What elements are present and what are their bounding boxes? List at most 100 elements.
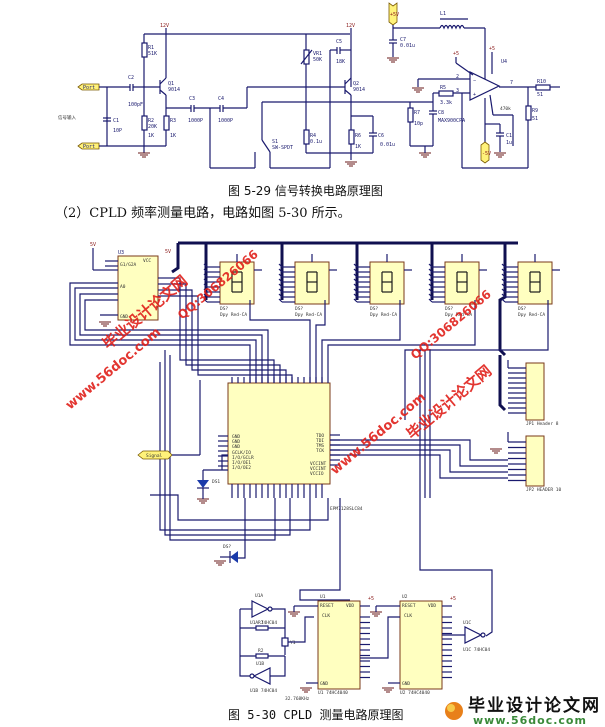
inverter-u1c	[464, 626, 483, 644]
transistor-q1	[159, 89, 167, 96]
r2-value: 20K	[148, 124, 157, 130]
inverter-label: U1A	[255, 593, 263, 599]
display-label: DS?	[518, 306, 526, 312]
counter-pin-label: RESET	[402, 603, 416, 609]
bus-entry	[353, 263, 358, 268]
r4-value: 0.1u	[310, 139, 322, 145]
header-jp2	[525, 435, 545, 487]
bus-entry	[428, 268, 433, 273]
cpld-pin-label: I/O/OE2	[232, 465, 251, 471]
bus-entry	[428, 273, 433, 278]
resistor-r3	[163, 115, 170, 131]
port-label: Port	[83, 85, 95, 91]
signal-input-label: 信号输入	[58, 114, 76, 121]
bus-entry	[501, 293, 506, 298]
u4-part-label: 470k	[500, 106, 511, 112]
power-label: +5	[450, 596, 456, 602]
c8-label: C8	[438, 110, 444, 116]
pin-label: 2	[456, 74, 459, 80]
figure-5-29-caption: 图 5-29 信号转换电路原理图	[228, 184, 383, 198]
counter-ref: U1	[320, 594, 326, 600]
bus-entry	[428, 278, 433, 283]
c2-value: 100pF	[128, 102, 143, 108]
c8-value: MAX900CPA	[438, 118, 465, 124]
wire	[455, 62, 474, 76]
display-body	[517, 261, 553, 305]
bus-entry	[501, 298, 506, 303]
ground-icon	[99, 321, 111, 327]
seven-segment-display: DS?Dpy Red-CA	[428, 254, 487, 318]
bus-entry	[428, 293, 433, 298]
q1-value: 9014	[168, 87, 180, 93]
logo-text-cn: 毕业设计论文网	[468, 695, 601, 716]
seven-segment-display: DS?Dpy Red-CA	[278, 254, 337, 318]
bus-entry	[353, 288, 358, 293]
r3-value: 1K	[170, 133, 176, 139]
bus-entry	[278, 263, 283, 268]
display-type: Dpy Red-CA	[295, 312, 322, 318]
cpld-pin-label: I/O/GCLR	[232, 455, 254, 461]
oscillator-circuit: U1A U1A 74HC04 R1 R2 Y1 U1B U1B 74HC04 3…	[239, 593, 314, 702]
bus-entry	[428, 288, 433, 293]
c4-value: 1000P	[218, 118, 233, 124]
decoder-label: U3	[118, 250, 124, 256]
r10-label: R10	[537, 79, 546, 85]
power-label: -5V	[482, 151, 491, 157]
ground-icon	[370, 611, 382, 617]
display-label: DS?	[220, 306, 228, 312]
inverter-bubble	[249, 673, 255, 679]
counter-pin-label: GND	[402, 681, 410, 687]
display-label: DS?	[445, 306, 453, 312]
bus-entry	[353, 283, 358, 288]
c1-value: 10P	[113, 128, 122, 134]
switch-s1[interactable]	[261, 139, 271, 153]
cpld-pin-label: GND	[232, 434, 240, 440]
led-label: DS1	[212, 479, 220, 485]
ground-icon	[494, 152, 506, 158]
r1-value: 51K	[148, 51, 157, 57]
ground-icon	[214, 560, 226, 566]
counter-u1	[317, 600, 361, 690]
cpld-label: EPM7128SLC84	[330, 506, 363, 512]
ground-icon	[490, 448, 502, 454]
bus-entry	[203, 263, 208, 268]
r9-label: R9	[532, 108, 538, 114]
c2-label: C2	[128, 75, 134, 81]
bus-entry	[353, 278, 358, 283]
bus-entry	[353, 298, 358, 303]
c7-label: C7	[400, 37, 406, 43]
counter-pin-label: RESET	[320, 603, 334, 609]
r1-osc-label: R1	[258, 620, 264, 626]
display-type: Dpy Red-CA	[445, 312, 472, 318]
r2-label: R2	[148, 118, 154, 124]
counter-u2	[399, 600, 443, 690]
bus-entry	[203, 278, 208, 283]
r10-value: 51	[537, 92, 543, 98]
data-bus	[171, 243, 180, 274]
inductor-l1	[439, 24, 465, 30]
counter-label: U2 74HC4040	[400, 690, 430, 696]
r2-osc-label: R2	[258, 648, 264, 654]
crystal-label: Y1	[290, 640, 296, 646]
counter-label: U1 74HC4040	[318, 690, 348, 696]
resistor-r1-osc	[255, 625, 269, 631]
data-bus	[498, 243, 507, 357]
header-label: JP1 Header 8	[526, 421, 559, 427]
ground-icon	[288, 611, 300, 617]
c1b-label: C1	[506, 133, 512, 139]
r4-label: R4	[310, 133, 316, 139]
inverter-u1a	[251, 600, 270, 618]
s1-label: S1	[272, 139, 278, 145]
resistor-r4	[303, 129, 310, 145]
figure-5-30-schematic: U3 5V 5V G1/G2A A0 GND VCC DS?Dpy	[69, 241, 562, 702]
wire	[489, 94, 494, 116]
logo-icon-highlight	[447, 704, 455, 712]
pin-label: 3	[456, 88, 459, 94]
bus-entry	[501, 263, 506, 268]
inverter-part: U1C 74HC04	[463, 647, 490, 653]
decoder-pin-label: A0	[120, 284, 126, 290]
r7-label: R7	[414, 110, 420, 116]
resistor-r6	[348, 129, 355, 145]
ground-icon	[345, 161, 357, 167]
header-pins	[508, 367, 526, 482]
